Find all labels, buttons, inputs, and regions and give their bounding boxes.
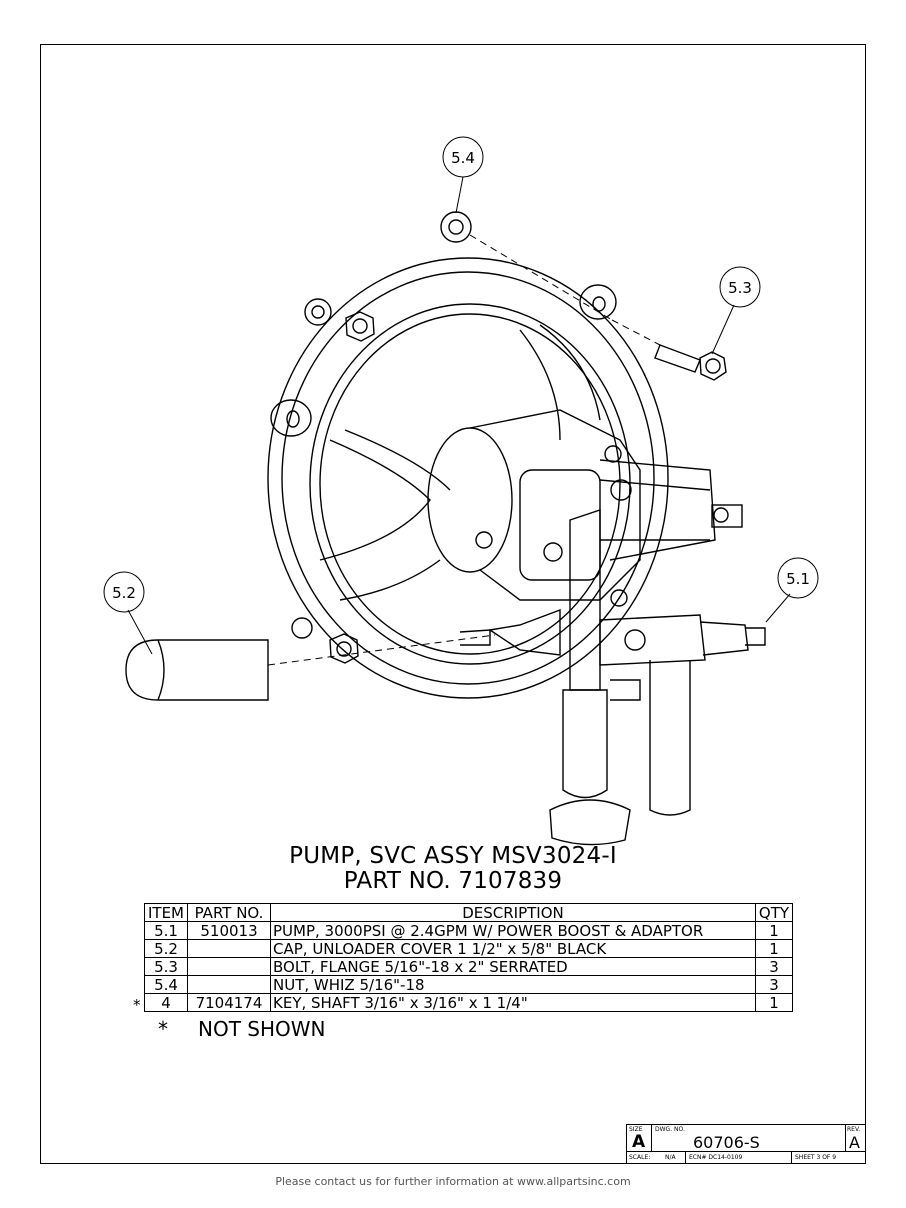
- bom-header-qty: QTY: [755, 903, 793, 922]
- drawing-border: [40, 44, 866, 1164]
- title-block-divider: [627, 1151, 865, 1152]
- balloon-5-1: [777, 557, 819, 599]
- unloader-cap: [125, 639, 269, 701]
- unloader-manifold: [459, 608, 766, 846]
- whiz-nuts: [291, 211, 472, 639]
- adapter-flange-ring: [267, 257, 669, 699]
- assembly-lines: [267, 234, 661, 666]
- bom-header-item: ITEM: [144, 903, 188, 922]
- bom-item: 5.3: [144, 957, 188, 976]
- rev-cell: [845, 1125, 867, 1151]
- note-text: NOT SHOWN: [198, 1017, 326, 1041]
- bom-header-part: PART NO.: [187, 903, 271, 922]
- assembly-title: PUMP, SVC ASSY MSV3024-I: [289, 843, 617, 869]
- bom-row: 4 7104174 KEY, SHAFT 3/16" x 3/16" x 1 1…: [144, 993, 793, 1012]
- bom-qty: 1: [755, 921, 793, 940]
- bom-part-no: 7104174: [187, 993, 271, 1012]
- bom-description: CAP, UNLOADER COVER 1 1/2" x 5/8" BLACK: [270, 939, 756, 958]
- rev-value: A: [849, 1133, 860, 1152]
- bom-description: PUMP, 3000PSI @ 2.4GPM W/ POWER BOOST & …: [270, 921, 756, 940]
- pump-body: [427, 409, 743, 691]
- bom-qty: 1: [755, 993, 793, 1012]
- bom-description: BOLT, FLANGE 5/16"-18 x 2" SERRATED: [270, 957, 756, 976]
- bom-item: 5.2: [144, 939, 188, 958]
- balloon-5-4: [442, 136, 484, 178]
- rev-label: REV.: [847, 1126, 861, 1133]
- bom-header-row: ITEM PART NO. DESCRIPTION QTY: [144, 903, 793, 922]
- bom-part-no: [187, 975, 271, 994]
- bom-item: 5.4: [144, 975, 188, 994]
- bom-row: 5.2 CAP, UNLOADER COVER 1 1/2" x 5/8" BL…: [144, 939, 793, 958]
- balloon-5-3: [719, 266, 761, 308]
- not-shown-note: * NOT SHOWN: [158, 1017, 326, 1041]
- bom-description: KEY, SHAFT 3/16" x 3/16" x 1 1/4": [270, 993, 756, 1012]
- size-label: SIZE: [629, 1126, 643, 1133]
- not-shown-marker: *: [133, 996, 141, 1014]
- item-balloons: [103, 136, 819, 613]
- assembly-part-number: PART NO. 7107839: [343, 868, 563, 894]
- contact-footer: Please contact us for further informatio…: [275, 1175, 631, 1188]
- leader-lines: [127, 176, 791, 655]
- bill-of-materials: ITEM PART NO. DESCRIPTION QTY 5.1 510013…: [144, 903, 793, 1012]
- bom-item: 5.1: [144, 921, 188, 940]
- bom-part-no: [187, 957, 271, 976]
- sheet-number: SHEET 3 OF 9: [795, 1154, 837, 1161]
- bom-item: 4: [144, 993, 188, 1012]
- bom-qty: 1: [755, 939, 793, 958]
- balloon-label: 5.3: [728, 279, 752, 297]
- balloon-label: 5.1: [786, 570, 810, 588]
- bom-row: 5.4 NUT, WHIZ 5/16"-18 3: [144, 975, 793, 994]
- size-cell: [627, 1125, 652, 1151]
- flange-bolts: [329, 311, 727, 664]
- title-block-divider: [685, 1151, 686, 1163]
- balloon-5-2: [103, 571, 145, 613]
- scale-label: SCALE:: [629, 1154, 651, 1161]
- bom-description: NUT, WHIZ 5/16"-18: [270, 975, 756, 994]
- balloon-label: 5.4: [451, 149, 475, 167]
- bom-qty: 3: [755, 957, 793, 976]
- title-block-divider: [791, 1151, 792, 1163]
- bom-header-description: DESCRIPTION: [270, 903, 756, 922]
- bom-part-no: [187, 939, 271, 958]
- dwg-no-label: DWG. NO.: [655, 1126, 685, 1133]
- ecn-number: ECN# DC14-0109: [689, 1154, 743, 1161]
- title-block: SIZE A DWG. NO. 60706-S REV. A SCALE: N/…: [626, 1124, 866, 1164]
- bom-row: 5.3 BOLT, FLANGE 5/16"-18 x 2" SERRATED …: [144, 957, 793, 976]
- note-marker: *: [158, 1017, 168, 1041]
- bom-qty: 3: [755, 975, 793, 994]
- bom-row: 5.1 510013 PUMP, 3000PSI @ 2.4GPM W/ POW…: [144, 921, 793, 940]
- size-value: A: [632, 1132, 646, 1152]
- drawing-number: 60706-S: [693, 1133, 760, 1152]
- balloon-label: 5.2: [112, 584, 136, 602]
- bom-part-no: 510013: [187, 921, 271, 940]
- scale-value: N/A: [665, 1154, 676, 1161]
